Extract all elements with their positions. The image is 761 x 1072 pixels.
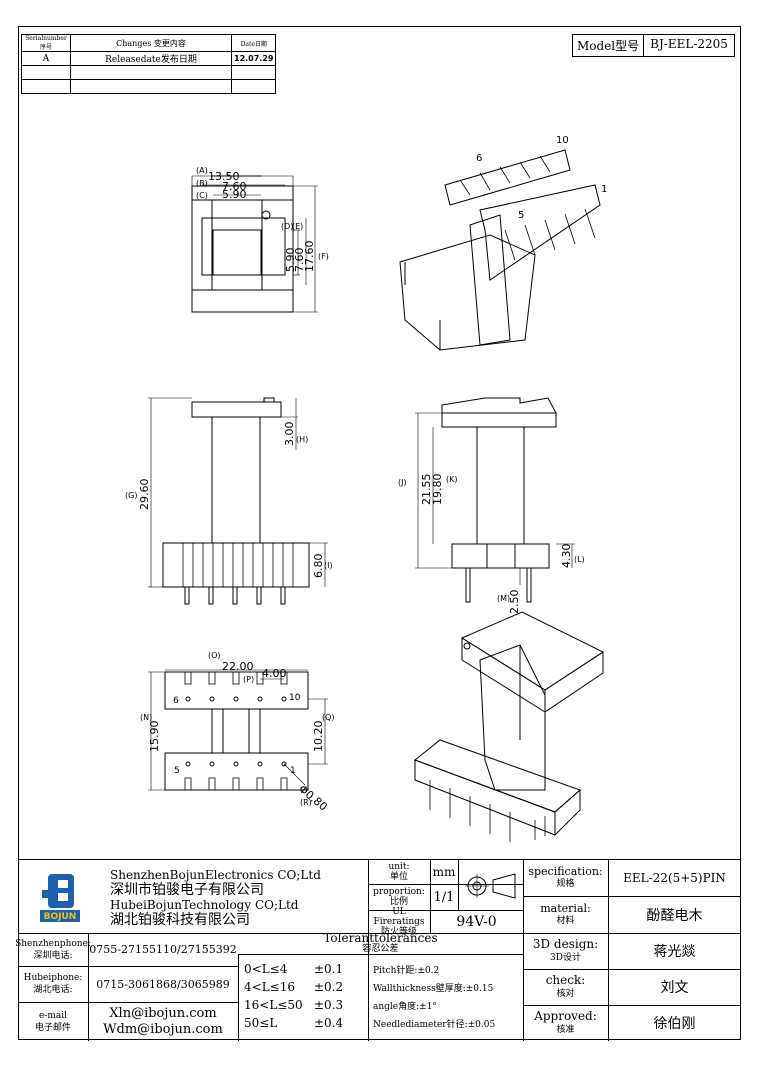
dim-b: 7.60 — [222, 180, 247, 193]
rev-date — [230, 79, 277, 94]
dim-tag-j: (J) — [398, 478, 407, 487]
unit-value: mm — [432, 865, 456, 879]
company-names: ShenzhenBojunElectronics CO;Ltd 深圳市铂骏电子有… — [110, 868, 360, 928]
dim-tag-i: (I) — [324, 561, 333, 570]
dim-q: 10.20 — [312, 721, 325, 753]
bottom-pin-5: 5 — [174, 766, 180, 776]
spec-value: EEL-22(5+5)PIN — [623, 871, 726, 885]
drawing-sheet-border — [18, 26, 741, 1040]
ul-value: 94V-0 — [456, 913, 497, 930]
contact-label-hubei: Hubeiphone:湖北电话: — [23, 973, 83, 995]
company-cn-hubei: 湖北铂骏科技有限公司 — [110, 912, 250, 928]
dim-tag-h: (H) — [296, 435, 308, 444]
side-view: 21.55 (J) 19.80 (K) 4.30 (L) 2.50 (M) — [398, 397, 585, 615]
model-label: Model型号 — [577, 39, 640, 53]
dim-j: 21.55 — [420, 474, 433, 506]
technical-drawing: (A) 13.50 (B) 7.60 (C) 5.90 5.90 7.60 17… — [125, 135, 607, 842]
dim-g: 29.60 — [138, 479, 151, 511]
dim-c: 5.90 — [222, 188, 247, 201]
tolerance-ranges: 0<L≤4±0.1 4<L≤16±0.2 16<L≤50±0.3 50≤L±0.… — [244, 962, 344, 1030]
bottom-pin-6: 6 — [173, 696, 179, 706]
dim-tag-g: (G) — [125, 491, 137, 500]
check-label: check:核对 — [545, 973, 586, 999]
iso-pin-6: 6 — [476, 153, 482, 164]
dim-tag-e: (E) — [292, 222, 303, 231]
material-label: material:材料 — [540, 901, 591, 926]
dim-n: 15.90 — [148, 721, 161, 753]
dim-tag-f: (F) — [318, 252, 329, 261]
projection-symbol-icon — [463, 868, 518, 904]
proportion-label: proportion:比例 — [373, 887, 425, 907]
dim-tag-k: (K) — [446, 475, 458, 484]
dim-tag-a: (A) — [196, 166, 208, 175]
bottom-pin-10: 10 — [289, 693, 301, 703]
iso-pin-5: 5 — [518, 210, 524, 221]
proportion-value: 1/1 — [433, 889, 455, 905]
company-en-shenzhen: ShenzhenBojunElectronics CO;Ltd — [110, 868, 321, 882]
dim-tag-p: (P) — [243, 675, 254, 684]
bottom-pin-1: 1 — [290, 766, 296, 776]
dim-p: 4.00 — [262, 667, 287, 680]
company-logo: BOJUN — [28, 868, 88, 928]
approved-label: Approved:核准 — [534, 1009, 597, 1035]
company-cn-shenzhen: 深圳市铂骏电子有限公司 — [110, 882, 264, 898]
iso-view-bottom — [413, 611, 605, 842]
contact-value-hubei: 0715-3061868/3065989 — [96, 977, 230, 991]
revision-table: Serialnumber序号 Changes 变更内容 Date日期 A Rel… — [21, 34, 277, 94]
model-value: BJ-EEL-2205 — [643, 35, 734, 56]
design-value: 蒋光燚 — [653, 944, 696, 960]
dim-tag-d: (D) — [281, 222, 293, 231]
company-en-hubei: HubeiBojunTechnology CO;Ltd — [110, 898, 299, 912]
dim-a: 13.50 — [208, 170, 240, 183]
dim-tag-m: (M) — [497, 594, 510, 603]
logo-text: BOJUN — [44, 912, 77, 922]
iso-pin-1: 1 — [601, 184, 607, 195]
iso-view-top: 10 6 1 5 — [399, 135, 607, 351]
contact-label-shenzhen: Shenzhenphone:深圳电话: — [15, 938, 91, 961]
contact-value-shenzhen: 0755-27155110/27155392 — [89, 943, 237, 956]
email-xln[interactable]: Xln@ibojun.com — [109, 1005, 217, 1021]
title-block: BOJUN ShenzhenBojunElectronics CO;Ltd 深圳… — [15, 859, 741, 1041]
design-label: 3D design:3D设计 — [532, 937, 599, 963]
dim-k: 19.80 — [431, 474, 444, 506]
top-view: (A) 13.50 (B) 7.60 (C) 5.90 5.90 7.60 17… — [191, 166, 329, 313]
dim-tag-c: (C) — [196, 191, 208, 200]
model-box: Model型号 BJ-EEL-2205 — [572, 34, 735, 57]
dim-tag-n: (N) — [140, 713, 152, 722]
dim-l: 4.30 — [560, 544, 573, 569]
iso-pin-10: 10 — [556, 135, 569, 146]
dim-tag-l: (L) — [574, 555, 585, 564]
check-value: 刘文 — [660, 980, 689, 996]
dim-e: 7.60 — [293, 248, 306, 273]
dim-tag-b: (B) — [196, 179, 208, 188]
bojun-logo-icon: BOJUN — [40, 874, 80, 922]
front-view: 29.60 (G) 3.00 (H) 6.80 (I) — [125, 397, 333, 605]
dim-f: 17.60 — [303, 241, 316, 273]
email-wdm[interactable]: Wdm@ibojun.com — [103, 1021, 223, 1037]
dim-o: 22.00 — [222, 660, 254, 673]
unit-label: unit:单位 — [388, 862, 410, 882]
spec-label: specification:规格 — [528, 865, 603, 890]
dim-tag-q: (Q) — [322, 713, 335, 722]
dim-i: 6.80 — [312, 554, 325, 579]
bottom-view: 22.00 (O) 4.00 (P) 15.90 (N) 10.20 (Q) Φ… — [140, 651, 335, 814]
dim-d: 5.90 — [284, 248, 297, 273]
dim-m: 2.50 — [508, 590, 521, 615]
dim-tag-o: (O) — [208, 651, 221, 660]
approved-value: 徐伯刚 — [653, 1016, 696, 1032]
contact-value-email: Xln@ibojun.com Wdm@ibojun.com — [88, 1002, 238, 1041]
material-value: 酚醛电木 — [646, 907, 703, 924]
dim-h: 3.00 — [283, 422, 296, 447]
tolerance-notes: Pitch针距:±0.2 Wallthickness壁厚度:±0.15 angl… — [373, 966, 496, 1030]
dim-tag-r: (R) — [300, 798, 312, 807]
